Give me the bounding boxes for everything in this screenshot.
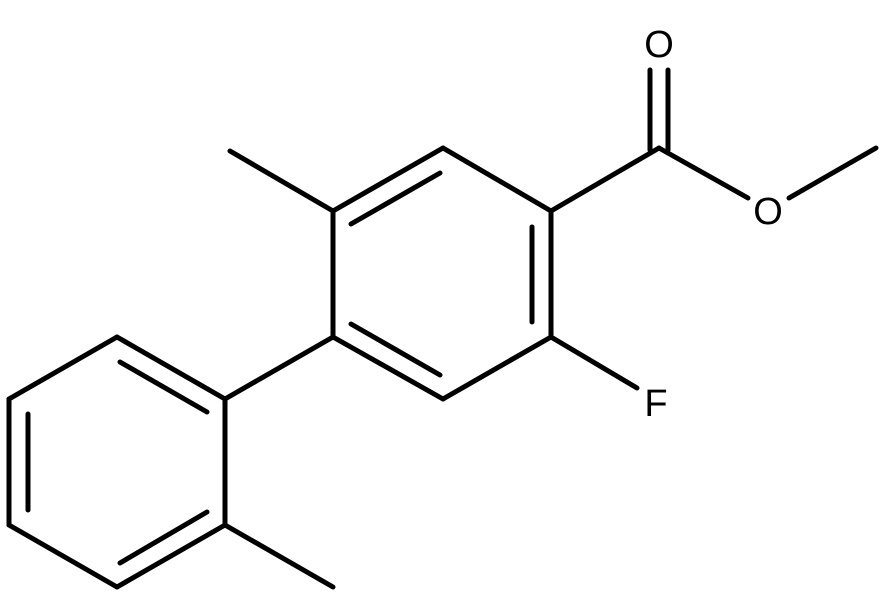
bond-biaryl — [222, 334, 336, 402]
atom-fluorine: F — [644, 383, 667, 425]
bond-d4-d5 — [6, 522, 120, 590]
bond-d5-d6-inner — [117, 509, 210, 566]
central-ring — [330, 145, 554, 402]
tolyl-ring — [6, 334, 228, 590]
bond-ester-o-methyl — [786, 145, 879, 201]
ester-group — [548, 67, 879, 214]
bond-carbonyl-ester-o — [656, 145, 751, 201]
bond-ring-fluorine — [548, 334, 640, 391]
atom-oxygen-carbonyl: O — [644, 24, 674, 66]
bond-c5-c6 — [330, 334, 446, 402]
bond-d5-d6 — [114, 522, 228, 590]
bond-c5-c6-inner — [348, 321, 443, 378]
bond-d1-d2 — [114, 334, 228, 402]
bond-d1-d2-inner — [117, 359, 210, 415]
bond-methyl-top — [227, 148, 336, 214]
bond-c1-c2-inner — [348, 170, 443, 227]
atom-oxygen-ester: O — [753, 191, 783, 233]
bond-c1-c2 — [330, 145, 446, 214]
bond-methyl-bottom — [222, 522, 336, 590]
bond-d2-d3 — [6, 334, 120, 402]
bond-c2-c3 — [440, 145, 554, 214]
bond-c4-c5 — [440, 334, 554, 402]
bond-ring-carbonyl — [548, 145, 662, 214]
